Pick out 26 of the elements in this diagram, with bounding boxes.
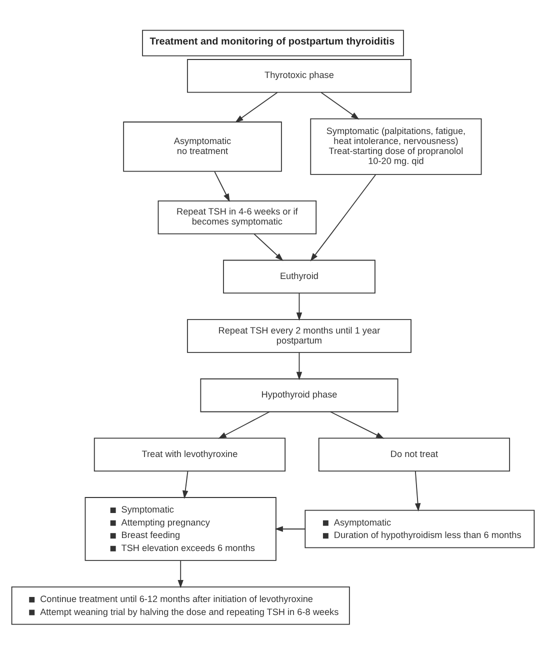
- arrow: [178, 560, 184, 588]
- arrow: [182, 470, 188, 499]
- node-box: Euthyroid: [223, 260, 376, 294]
- node-box: Treat with levothyroxine: [94, 438, 286, 472]
- node-box: Hypothyroid phase: [200, 378, 398, 412]
- node-box: Continue treatment until 6-12 months after initiation of levothyroxine Attempt weaning trial by halving the dose and repeating TSH in 6-8 weeks: [11, 586, 350, 625]
- diagram-title: Treatment and monitoring of postpartum thyroiditis: [150, 36, 395, 48]
- arrow: [235, 92, 278, 123]
- node-box: Repeat TSH in 4-6 weeks or if becomes symptomatic: [158, 200, 317, 234]
- arrow: [214, 171, 230, 202]
- arrow: [320, 92, 360, 120]
- arrow: [274, 526, 306, 532]
- arrow: [254, 234, 284, 262]
- arrow: [310, 174, 376, 262]
- arrow: [296, 352, 302, 380]
- node-box: Repeat TSH every 2 months until 1 year postpartum: [187, 319, 412, 353]
- node-box: Asymptomatic no treatment: [123, 122, 282, 172]
- node-box: Thyrotoxic phase: [187, 59, 412, 93]
- node-box: Symptomatic (palpitations, fatigue, heat intolerance, nervousness) Treat-starting dose of propranolol 10-20 mg. qid: [310, 118, 482, 175]
- node-box: Asymptomatic Duration of hypothyroidism less than 6 months: [304, 510, 535, 548]
- arrow: [330, 411, 384, 439]
- arrow: [218, 411, 270, 439]
- arrow: [414, 470, 421, 512]
- arrow: [296, 292, 302, 321]
- node-box: Symptomatic Attempting pregnancy Breast feeding TSH elevation exceeds 6 months: [84, 497, 276, 561]
- node-box: Do not treat: [318, 438, 510, 472]
